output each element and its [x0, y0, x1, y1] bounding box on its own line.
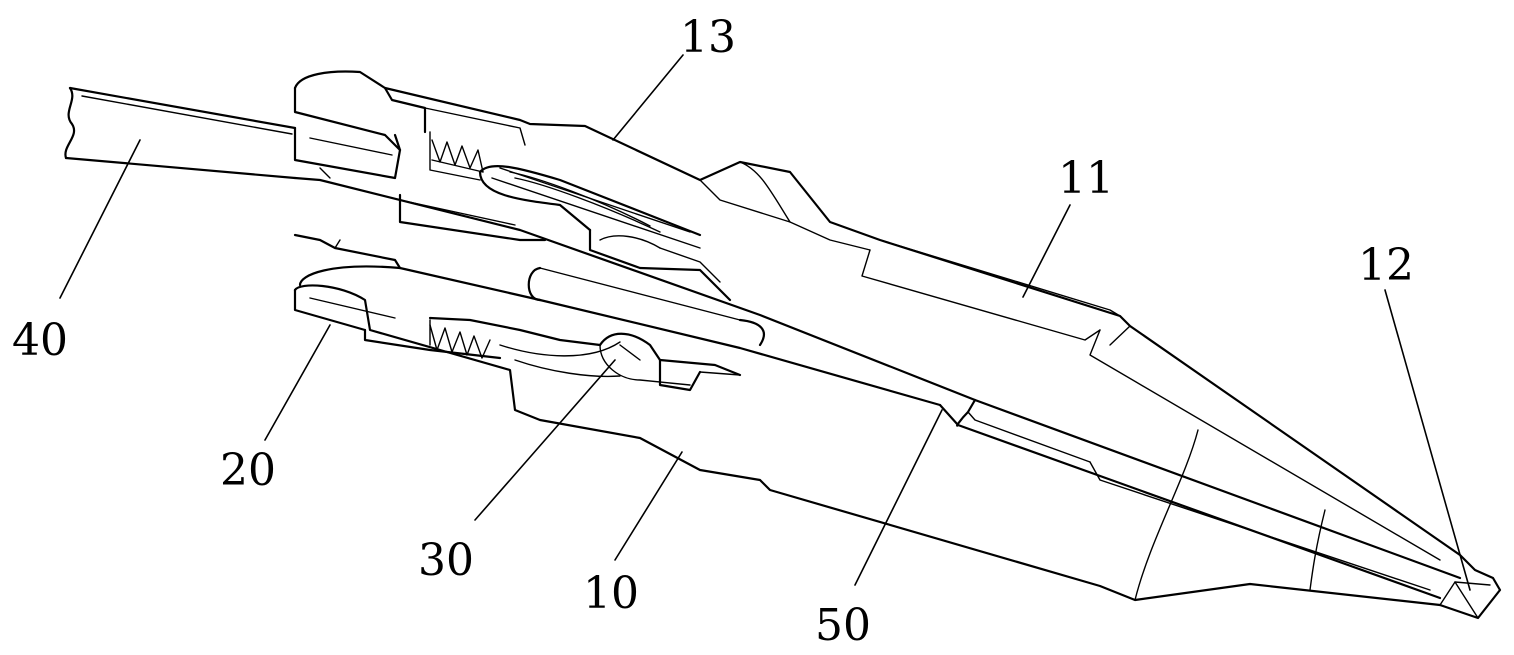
leader-50: [855, 410, 942, 585]
label-40: 40: [12, 315, 68, 366]
label-50: 50: [815, 600, 871, 651]
label-20: 20: [220, 445, 276, 496]
label-10: 10: [583, 568, 639, 619]
inner-shaft: [295, 168, 1460, 598]
leader-13: [613, 55, 683, 140]
label-30: 30: [418, 535, 474, 586]
reference-labels: 13 11 12 40 20 30 10 50: [12, 12, 1414, 651]
leader-10: [615, 452, 682, 560]
label-13: 13: [680, 12, 736, 63]
label-11: 11: [1058, 153, 1114, 204]
label-12: 12: [1358, 240, 1414, 291]
rod-40: [65, 88, 295, 178]
leader-12: [1385, 290, 1470, 590]
leader-20: [265, 325, 330, 440]
leader-lines: [60, 55, 1470, 590]
leader-30: [475, 360, 615, 520]
collar-upper: [295, 88, 730, 300]
leader-40: [60, 140, 140, 298]
leader-11: [1023, 205, 1070, 297]
